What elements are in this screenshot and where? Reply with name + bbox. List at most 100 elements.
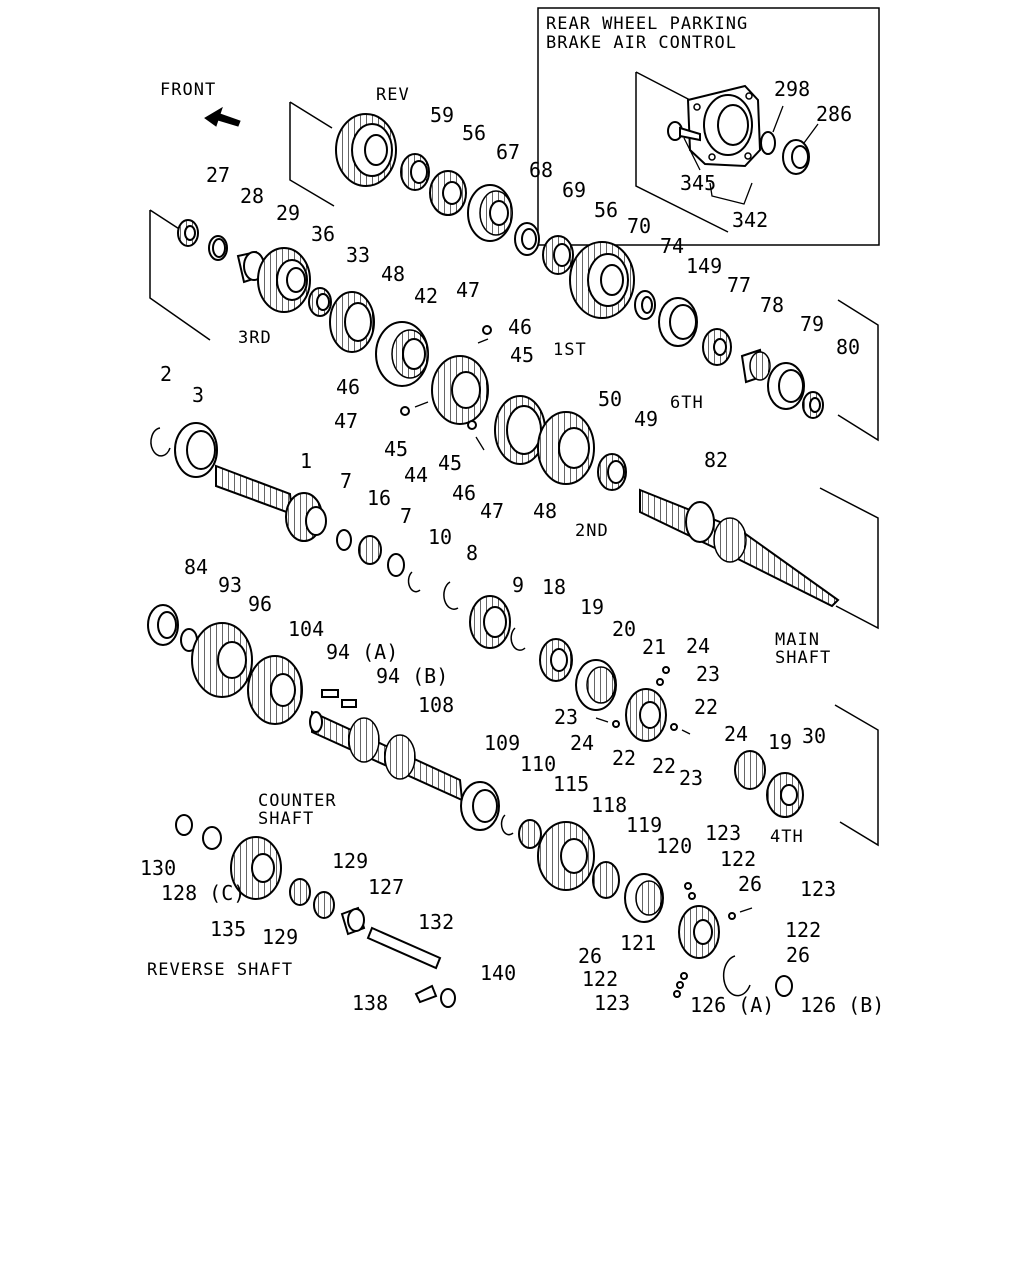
label-69: 69 [562, 178, 586, 202]
label-47-c: 47 [480, 499, 504, 523]
label-96: 96 [248, 592, 272, 616]
front-caption: FRONT [160, 80, 216, 100]
label-23-a: 23 [696, 662, 720, 686]
gear-36 [257, 247, 311, 313]
label-74: 74 [660, 234, 684, 258]
sleeve-42 [375, 321, 429, 387]
label-93: 93 [218, 573, 242, 597]
ring-10 [407, 571, 421, 593]
label-26-a: 26 [738, 872, 762, 896]
label-24-b: 24 [570, 731, 594, 755]
label-345: 345 [680, 171, 716, 195]
counter-shaft-108 [309, 710, 464, 802]
collar-127 [340, 906, 366, 936]
label-23-b: 23 [554, 705, 578, 729]
cone-48-top [329, 291, 375, 353]
mid-row: 4TH [469, 595, 879, 847]
label-298: 298 [774, 77, 810, 101]
inset-leaders [683, 105, 819, 205]
label-80: 80 [836, 335, 860, 359]
bolt-140 [440, 988, 456, 1008]
gear-70 [569, 241, 635, 319]
label-50: 50 [598, 387, 622, 411]
ring-8 [443, 581, 459, 610]
label-104: 104 [288, 617, 324, 641]
label-7-a: 7 [340, 469, 352, 493]
label-127: 127 [368, 875, 404, 899]
callout-labels: 2 3 1 7 16 7 10 8 59 56 67 68 69 56 70 7… [140, 77, 884, 1017]
arrow-icon [204, 106, 241, 127]
label-123-b: 123 [800, 877, 836, 901]
inset-title-line-1: REAR WHEEL PARKING [546, 14, 748, 34]
label-29: 29 [276, 201, 300, 225]
ring-126b [775, 975, 793, 997]
bearing-16 [358, 535, 382, 565]
plate-138 [414, 984, 438, 1004]
label-119: 119 [626, 813, 662, 837]
label-122-c: 122 [582, 967, 618, 991]
ring-18 [510, 627, 526, 651]
gear-50 [537, 411, 595, 485]
counter-shaft-group: COUNTER SHAFT [147, 604, 793, 997]
counter-shaft-caption-2: SHAFT [258, 809, 314, 829]
label-140: 140 [480, 961, 516, 985]
label-94b: 94 (B) [376, 664, 448, 688]
seal-286 [782, 139, 810, 175]
label-27: 27 [206, 163, 230, 187]
label-45-c: 45 [438, 451, 462, 475]
label-109: 109 [484, 731, 520, 755]
reverse-shaft-132 [366, 926, 442, 970]
label-21: 21 [642, 635, 666, 659]
label-70: 70 [627, 214, 651, 238]
label-121: 121 [620, 931, 656, 955]
main-shaft-caption-2: SHAFT [775, 648, 831, 668]
label-56-second: 56 [594, 198, 618, 222]
label-286: 286 [816, 102, 852, 126]
label-26-b: 26 [786, 943, 810, 967]
label-138: 138 [352, 991, 388, 1015]
sleeve-68 [467, 184, 513, 242]
label-19-b: 19 [768, 730, 792, 754]
label-126b: 126 (B) [800, 993, 884, 1017]
label-44: 44 [404, 463, 428, 487]
key-94a [321, 689, 339, 698]
label-120: 120 [656, 834, 692, 858]
inset-box: REAR WHEEL PARKING BRAKE AIR CONTROL [537, 7, 880, 246]
ring-298 [760, 131, 776, 155]
label-36: 36 [311, 222, 335, 246]
label-94a: 94 (A) [326, 640, 398, 664]
label-23-c: 23 [679, 766, 703, 790]
nut-80 [802, 391, 824, 419]
washer-128c [202, 826, 222, 850]
label-18: 18 [542, 575, 566, 599]
label-126a: 126 (A) [690, 993, 774, 1017]
brake-air-housing [686, 84, 762, 168]
label-115: 115 [553, 772, 589, 796]
label-78: 78 [760, 293, 784, 317]
label-33: 33 [346, 243, 370, 267]
label-42: 42 [414, 284, 438, 308]
gear-59 [335, 113, 397, 187]
label-22-b: 22 [612, 746, 636, 770]
label-59: 59 [430, 103, 454, 127]
rev-bracket [289, 101, 335, 207]
gear-19-b [734, 750, 766, 790]
inset-title-line-2: BRAKE AIR CONTROL [546, 33, 737, 53]
cone-119 [592, 861, 620, 899]
label-26-c: 26 [578, 944, 602, 968]
ring-7-b [387, 553, 405, 577]
bearing-79 [767, 362, 805, 410]
input-shaft-group [150, 422, 459, 610]
small-detent-parts [595, 666, 753, 998]
rev-bracket-right [837, 299, 879, 442]
label-9: 9 [512, 573, 524, 597]
label-1: 1 [300, 449, 312, 473]
label-77: 77 [727, 273, 751, 297]
gear-67 [429, 170, 467, 216]
label-129-a: 129 [262, 925, 298, 949]
label-129-b: 129 [332, 849, 368, 873]
rev-group: REV [289, 85, 879, 442]
sleeve-20 [575, 659, 617, 711]
label-24-c: 24 [724, 722, 748, 746]
label-135: 135 [210, 917, 246, 941]
